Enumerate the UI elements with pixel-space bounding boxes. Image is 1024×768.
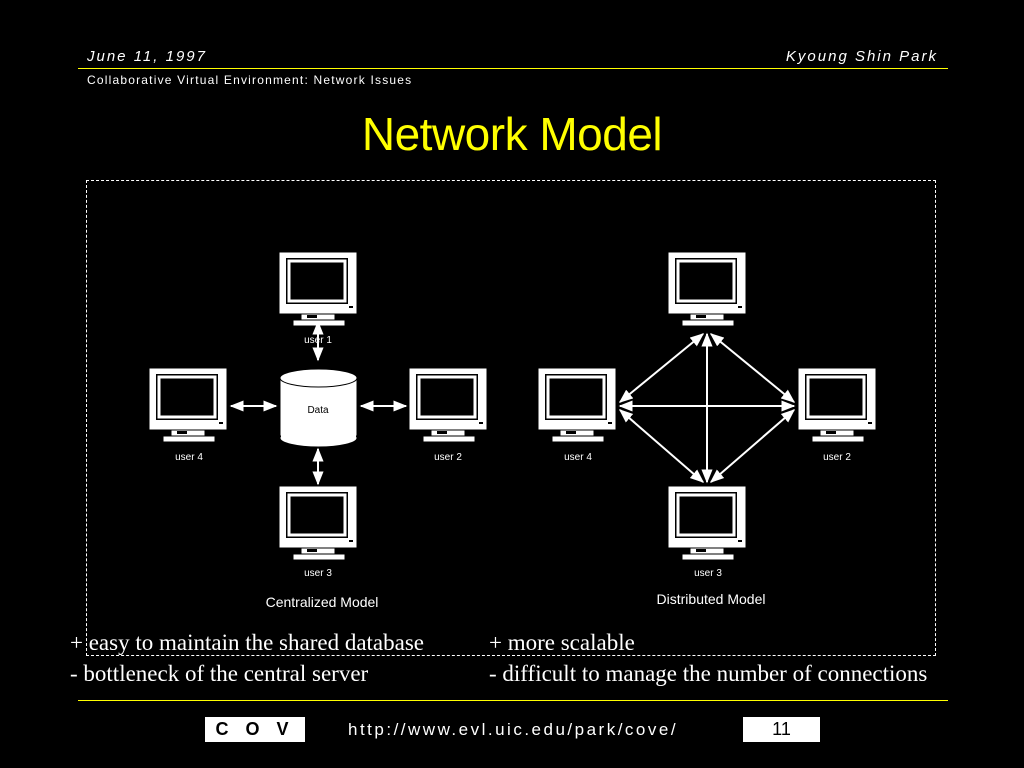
footer-url-link[interactable]: http://www.evl.uic.edu/park/cove/ bbox=[310, 717, 743, 742]
user-2-label: user 2 bbox=[434, 452, 462, 463]
link-arrow bbox=[709, 409, 796, 483]
distributed-pro-note: + more scalable bbox=[489, 630, 635, 655]
header-divider bbox=[78, 68, 948, 69]
computer-icon-user-3 bbox=[277, 484, 359, 565]
centralized-model bbox=[147, 250, 489, 565]
computer-icon-user-2-distributed bbox=[796, 366, 878, 447]
data-label: Data bbox=[307, 405, 329, 416]
header-date: June 11, 1997 bbox=[87, 48, 207, 65]
user-3-label-distributed: user 3 bbox=[694, 568, 722, 579]
user-4-label-distributed: user 4 bbox=[564, 452, 592, 463]
distributed-con-note: - difficult to manage the number of conn… bbox=[489, 661, 928, 686]
centralized-con-note: - bottleneck of the central server bbox=[70, 661, 369, 686]
distributed-model-label: Distributed Model bbox=[656, 591, 766, 607]
centralized-model-label: Centralized Model bbox=[265, 594, 379, 610]
computer-icon-top bbox=[666, 250, 748, 331]
user-1-label: user 1 bbox=[304, 335, 332, 346]
distributed-model bbox=[536, 250, 878, 565]
user-2-label-distributed: user 2 bbox=[823, 452, 851, 463]
user-3-label: user 3 bbox=[304, 568, 332, 579]
computer-icon-user-4-distributed bbox=[536, 366, 618, 447]
link-arrow bbox=[709, 333, 796, 403]
page-number: 11 bbox=[743, 717, 820, 742]
slide-title: Network Model bbox=[361, 108, 663, 160]
link-arrow bbox=[618, 409, 705, 483]
database-cylinder-icon bbox=[279, 368, 358, 448]
computer-icon-user-4 bbox=[147, 366, 229, 447]
header-subtitle: Collaborative Virtual Environment: Netwo… bbox=[87, 73, 413, 87]
user-4-label: user 4 bbox=[175, 452, 203, 463]
computer-icon-user-1 bbox=[277, 250, 359, 331]
centralized-pro-note: + easy to maintain the shared database bbox=[70, 630, 425, 655]
link-arrow bbox=[618, 333, 705, 403]
computer-icon-user-3-distributed bbox=[666, 484, 748, 565]
header-author: Kyoung Shin Park bbox=[785, 48, 938, 65]
footer-divider bbox=[78, 700, 948, 701]
computer-icon-user-2 bbox=[407, 366, 489, 447]
diagram-frame bbox=[86, 180, 936, 656]
footer-logo: C O V E bbox=[205, 717, 305, 764]
